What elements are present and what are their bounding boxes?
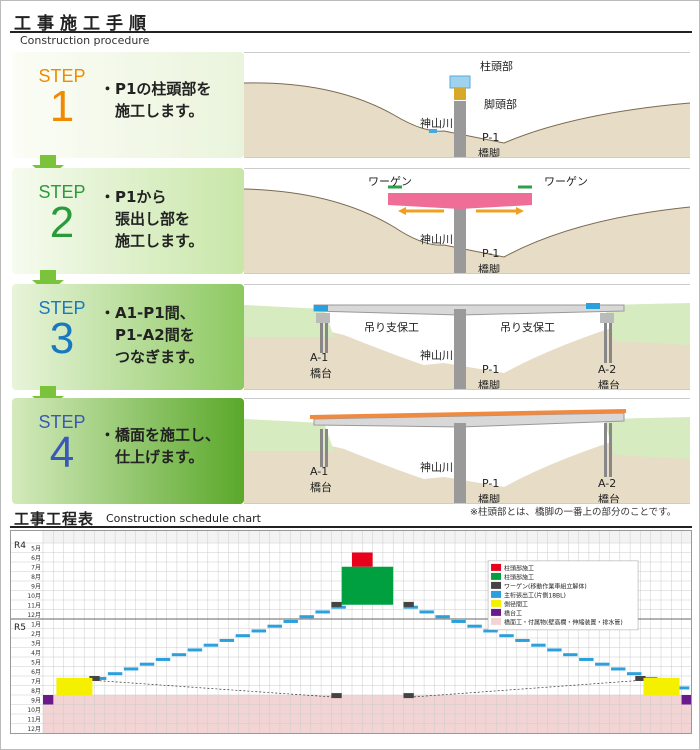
step-3-word: STEP: [38, 298, 86, 318]
step-2-illustration: [244, 185, 690, 273]
step-1-scene: 柱頭部 脚頭部 神山川 P-1 橋脚: [244, 52, 690, 158]
month-label: 12月: [27, 612, 41, 619]
year-r5: R5: [14, 623, 26, 633]
label-river: 神山川: [420, 349, 453, 362]
month-label: 6月: [31, 669, 41, 676]
schedule-title: 工事工程表: [14, 510, 95, 528]
step-3-illustration: [244, 303, 690, 389]
step-2-number: 2: [49, 198, 75, 247]
label-a1-abutment: 橋台: [310, 481, 332, 494]
label-a2-abutment: 橋台: [598, 493, 620, 504]
step-1-number: 1: [49, 82, 75, 131]
month-label: 11月: [27, 603, 41, 610]
month-label: 3月: [31, 641, 41, 648]
step-4-word: STEP: [38, 412, 86, 432]
step-1-panel: STEP 1 ・P1の柱頭部を 施工します。: [12, 52, 244, 158]
month-label: 4月: [31, 650, 41, 657]
month-label: 9月: [31, 584, 41, 591]
step-3-description: ・A1-P1間、 P1-A2間を つなぎます。: [100, 304, 204, 366]
label-p1: P-1: [482, 363, 500, 376]
label-a1-abutment: 橋台: [310, 367, 332, 380]
title-rule: [10, 31, 692, 33]
month-label: 1月: [31, 622, 41, 629]
step-2-word: STEP: [38, 182, 86, 202]
legend-item: 橋台工: [504, 609, 522, 617]
month-label: 6月: [31, 555, 41, 562]
label-pier: 橋脚: [478, 147, 500, 158]
label-hanging-left: 吊り支保工: [364, 321, 419, 334]
step-4-scene: A-1 橋台 神山川 P-1 橋脚 A-2 橋台: [244, 398, 690, 504]
legend-item: 橋面工・付属物(壁高欄・伸縮装置・排水管): [504, 618, 623, 626]
step-2-scene: ワーゲン ワーゲン 神山川 P-1 橋脚: [244, 168, 690, 274]
label-a2: A-2: [598, 363, 617, 376]
page-title: 工事施工手順: [14, 14, 152, 34]
month-label: 5月: [31, 660, 41, 667]
legend-item: 柱頭部施工: [504, 573, 534, 581]
step-4-number: 4: [49, 428, 75, 477]
step-4-description: ・橋面を施工し、 仕上げます。: [100, 426, 221, 466]
month-label: 7月: [31, 679, 41, 686]
month-label: 7月: [31, 565, 41, 572]
legend-item: 主桁張出工(片側18BL): [504, 591, 566, 599]
month-label: 2月: [31, 631, 41, 638]
schedule-chart: 5月 6月 7月 8月 9月 10月 11月 12月 1月 2月 3月 4月 5月 6月 7月 8月 9月 10月…: [10, 530, 692, 734]
label-a1: A-1: [310, 465, 329, 478]
arrow-down-icon: [32, 270, 64, 294]
label-p1: P-1: [482, 247, 500, 260]
step-4-panel: STEP 4 ・橋面を施工し、 仕上げます。: [12, 398, 244, 504]
step-2-panel: STEP 2 ・P1から 張出し部を 施工します。: [12, 168, 244, 274]
label-hanging-right: 吊り支保工: [500, 321, 555, 334]
label-wagen-right: ワーゲン: [544, 175, 588, 188]
schedule-grid: 5月 6月 7月 8月 9月 10月 11月 12月 1月 2月 3月 4月 5月 6月 7月 8月 9月 10月…: [11, 531, 691, 733]
schedule-subtitle: Construction schedule chart: [106, 512, 261, 525]
label-wagen-left: ワーゲン: [368, 175, 412, 188]
month-label: 10月: [27, 707, 41, 714]
month-label: 9月: [31, 698, 41, 705]
label-a2: A-2: [598, 477, 617, 490]
step-1-illustration: [244, 75, 690, 157]
label-pier: 橋脚: [478, 493, 500, 504]
month-label: 8月: [31, 574, 41, 581]
month-label: 8月: [31, 688, 41, 695]
arrow-down-icon: [32, 155, 64, 179]
label-pier-head: 脚頭部: [484, 98, 517, 111]
step-2-description: ・P1から 張出し部を 施工します。: [100, 188, 204, 250]
month-label: 5月: [31, 546, 41, 553]
label-a1: A-1: [310, 351, 329, 364]
label-p1: P-1: [482, 131, 500, 144]
step-3-scene: 吊り支保工 吊り支保工 A-1 橋台 神山川 P-1 橋脚 A-2 橋台: [244, 284, 690, 390]
label-pier: 橋脚: [478, 263, 500, 274]
legend-item: 側径間工: [504, 600, 528, 608]
label-column-head: 柱頭部: [480, 60, 513, 73]
legend-item: ワーゲン(移動作業車組立解体): [504, 582, 587, 590]
label-river: 神山川: [420, 233, 453, 246]
step-1-description: ・P1の柱頭部を 施工します。: [100, 80, 212, 120]
step-1-word: STEP: [38, 66, 86, 86]
month-label: 10月: [27, 593, 41, 600]
page-subtitle: Construction procedure: [20, 34, 150, 47]
step-4-illustration: [244, 409, 690, 503]
step-3-panel: STEP 3 ・A1-P1間、 P1-A2間を つなぎます。: [12, 284, 244, 390]
legend-item: 柱頭部施工: [504, 564, 534, 572]
label-river: 神山川: [420, 117, 453, 130]
label-pier: 橋脚: [478, 379, 500, 390]
label-a2-abutment: 橋台: [598, 379, 620, 390]
year-r4: R4: [14, 541, 26, 551]
month-label: 11月: [27, 717, 41, 724]
step-3-number: 3: [49, 314, 75, 363]
label-p1: P-1: [482, 477, 500, 490]
schedule-rule: [10, 526, 692, 528]
label-river: 神山川: [420, 461, 453, 474]
month-label: 12月: [27, 726, 41, 733]
footnote: ※柱頭部とは、橋脚の一番上の部分のことです。: [470, 507, 677, 518]
